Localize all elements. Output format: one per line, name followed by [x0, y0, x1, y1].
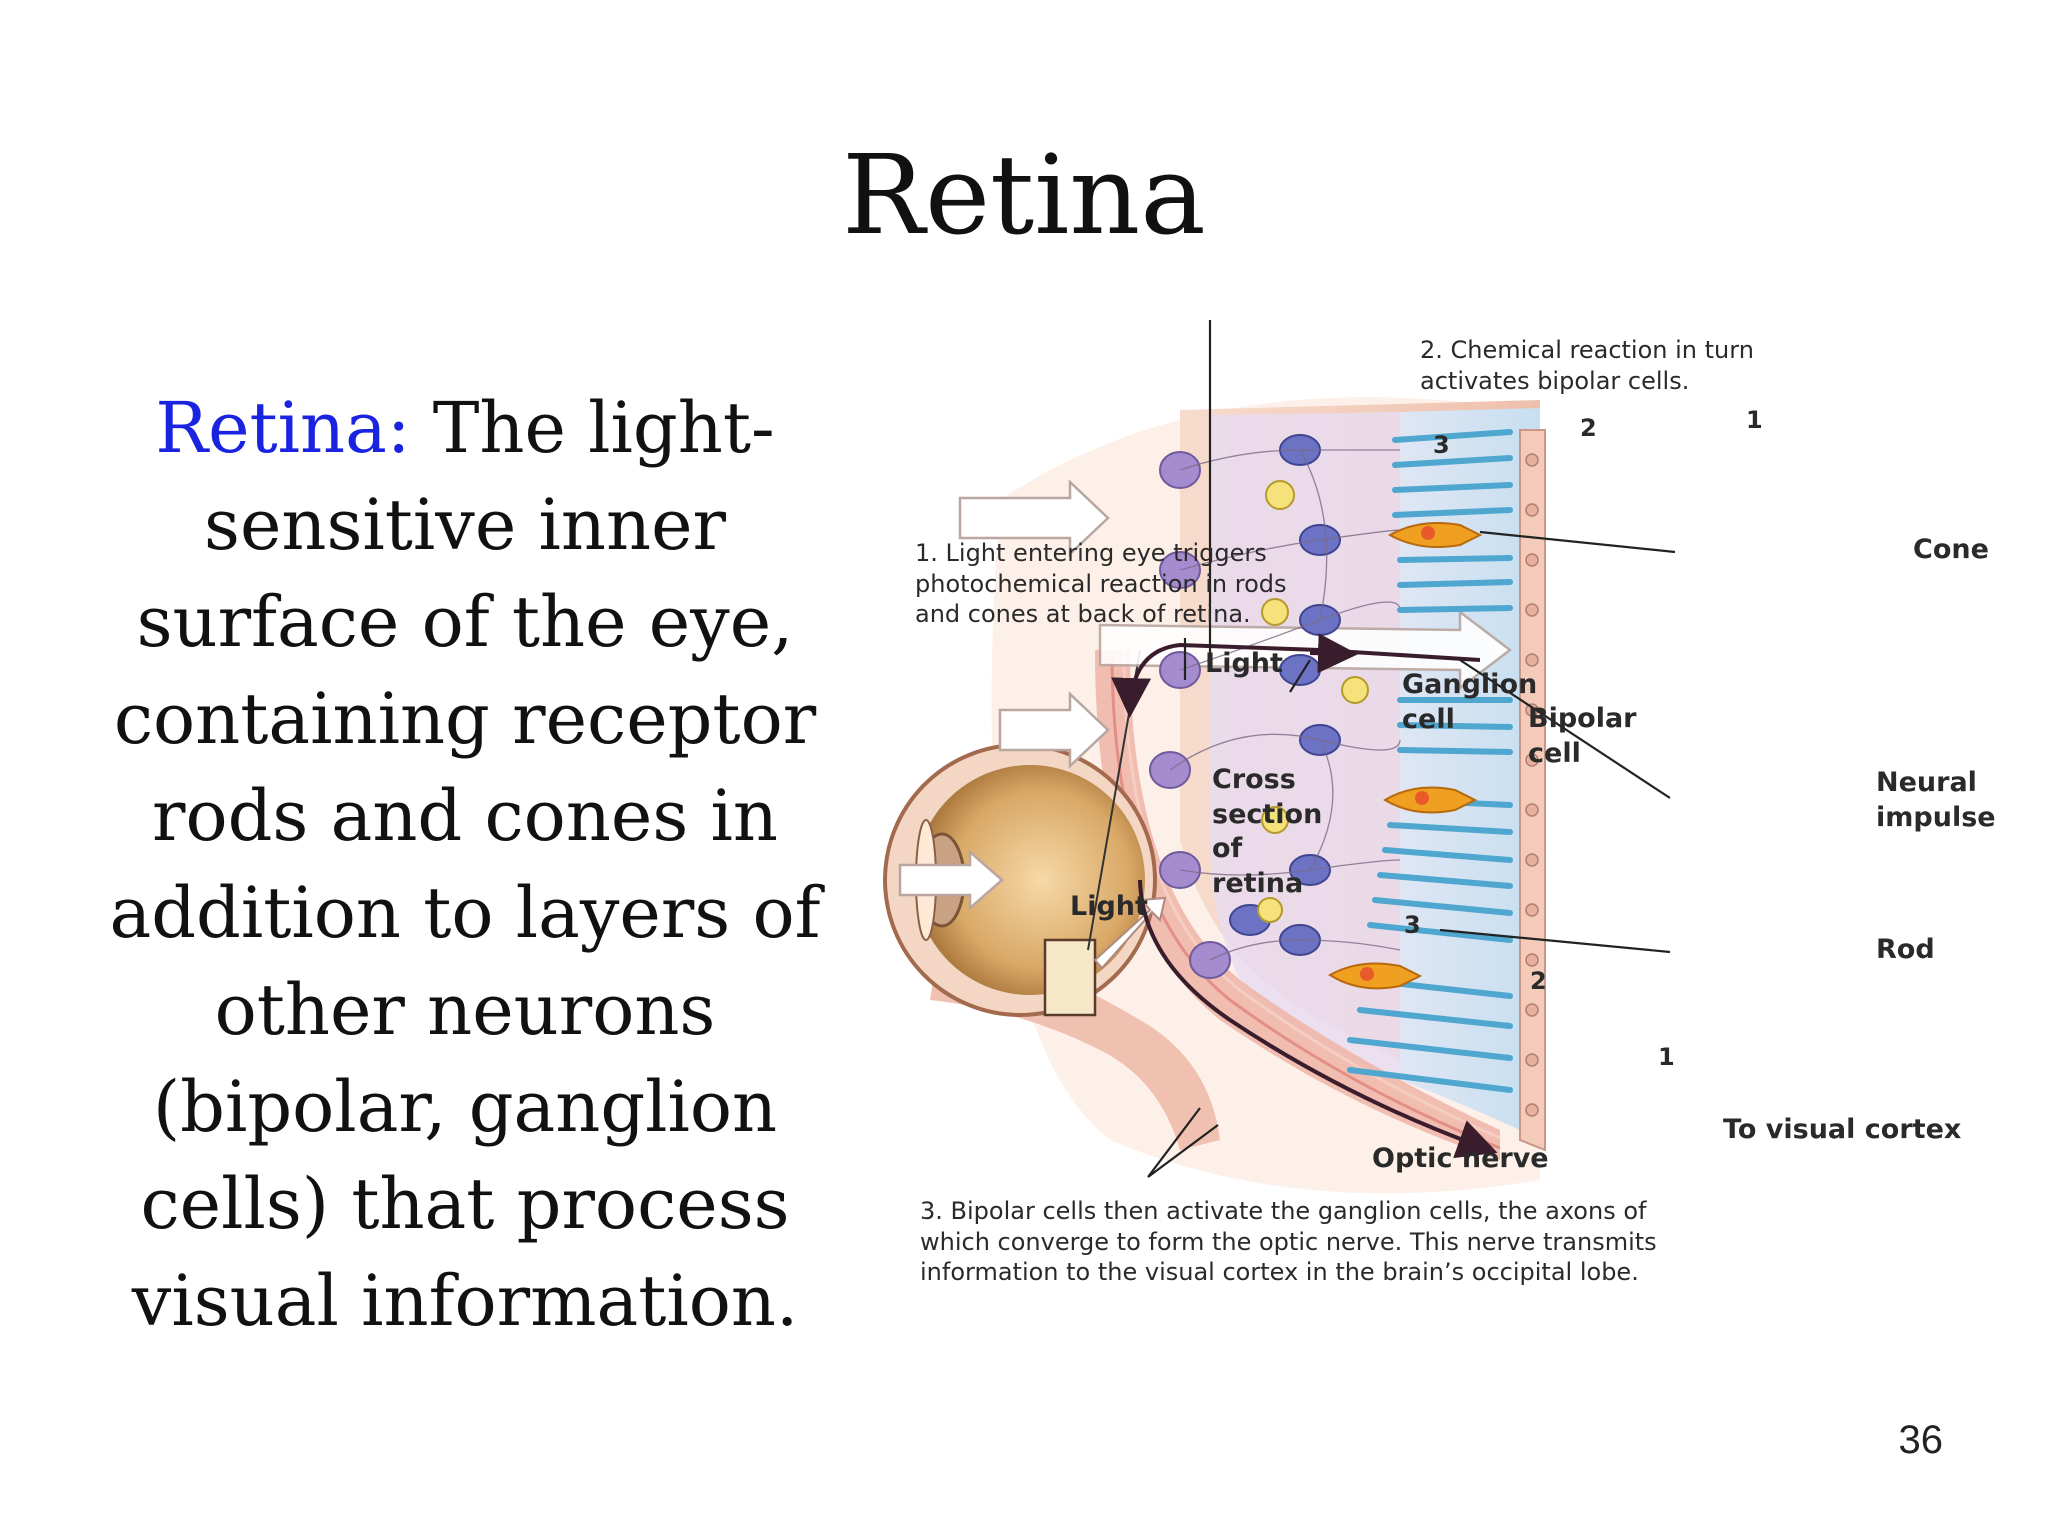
photoreceptor-layer	[1400, 408, 1540, 1140]
layer-number-1-bottom: 1	[1658, 1043, 1675, 1071]
layer-number-2-top: 2	[1580, 414, 1597, 442]
label-ganglion-cell: Ganglion cell	[1402, 669, 1538, 735]
slide-title: Retina	[842, 131, 1206, 259]
layer-number-3-top: 3	[1433, 431, 1450, 459]
definition-term: Retina:	[155, 387, 411, 469]
label-neural-impulse: Neural impulse	[1876, 767, 1996, 833]
rod-cells	[1347, 429, 1513, 1093]
caption-step-3: 3. Bipolar cells then activate the gangl…	[920, 1197, 1657, 1287]
definition-body: The light-sensitive inner surface of the…	[109, 387, 821, 1342]
caption-step-2: 2. Chemical reaction in turn activates b…	[1420, 336, 1754, 395]
definition-text: Retina: The light-sensitive inner surfac…	[95, 380, 835, 1350]
label-cross-section: Cross section of retina	[1212, 764, 1323, 899]
label-light-top: Light	[1205, 648, 1283, 679]
label-to-visual-cortex: To visual cortex	[1723, 1114, 1962, 1145]
label-bipolar-cell: Bipolar cell	[1528, 703, 1637, 769]
label-optic-nerve: Optic nerve	[1372, 1143, 1549, 1174]
label-rod: Rod	[1876, 934, 1935, 965]
neural-impulse-path	[1111, 642, 1481, 718]
page-number: 36	[1898, 1418, 1944, 1462]
light-arrow-icon	[898, 479, 1513, 911]
layer-number-2-bottom: 2	[1530, 967, 1547, 995]
layer-number-3-bottom: 3	[1404, 911, 1421, 939]
layer-number-1-top: 1	[1746, 406, 1763, 434]
label-light-eye: Light	[1070, 891, 1148, 922]
bipolar-cells	[1229, 434, 1341, 956]
caption-step-1: 1. Light entering eye triggers photochem…	[915, 539, 1287, 629]
cone-cells	[1328, 522, 1483, 990]
optic-nerve-fibers	[1095, 650, 1500, 1160]
label-cone: Cone	[1913, 534, 1989, 565]
retina-diagram: 2. Chemical reaction in turn activates b…	[880, 320, 2010, 1330]
retina-illustration	[883, 320, 1676, 1194]
